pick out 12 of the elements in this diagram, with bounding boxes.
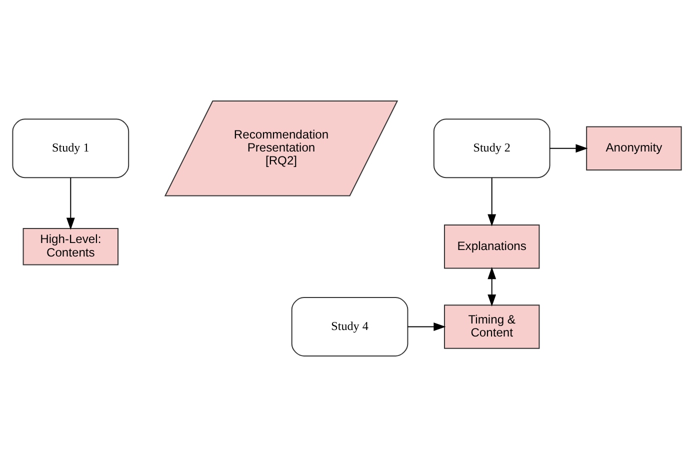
node-box: Explanations	[444, 224, 540, 269]
node-box: Study 2	[433, 118, 550, 178]
arrow	[408, 322, 446, 331]
arrow	[488, 267, 496, 307]
node-box: Study 4	[291, 297, 408, 356]
node-box: Timing & Content	[444, 304, 540, 349]
arrow	[550, 144, 588, 153]
arrow	[488, 178, 496, 226]
node-box: High-Level: Contents	[22, 228, 119, 266]
node-box: Anonymity	[586, 126, 682, 171]
arrow	[66, 178, 75, 230]
node-box: Study 1	[12, 118, 130, 178]
